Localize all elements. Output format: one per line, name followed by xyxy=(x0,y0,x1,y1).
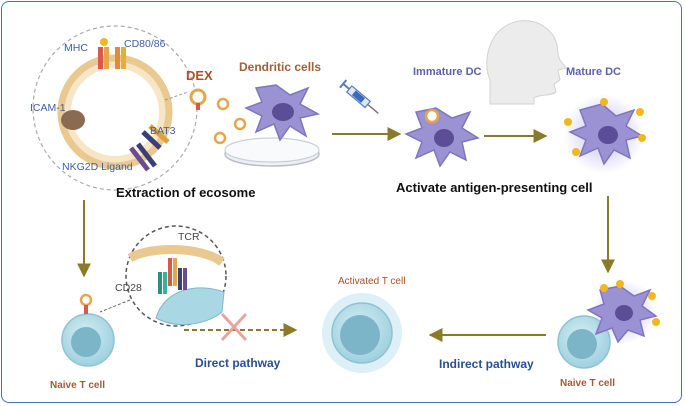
naive-t-cell-left-icon xyxy=(61,293,115,367)
tcr-receptor-icon xyxy=(168,258,187,290)
label-naive-t-cell-left: Naive T cell xyxy=(50,380,106,391)
mature-dc-contact-icon xyxy=(586,280,660,344)
label-icam1: ICAM-1 xyxy=(30,102,66,114)
label-activate-antigen-presenting-cell: Activate antigen-presenting cell xyxy=(396,180,593,195)
immature-dc-icon xyxy=(404,107,480,168)
label-extraction-of-ecosome: Extraction of ecosome xyxy=(116,185,256,200)
label-cd80-86: CD80/86 xyxy=(124,38,166,50)
cd80-86-receptor-icon xyxy=(115,47,120,69)
dex-vesicle-icon xyxy=(189,88,207,106)
label-nkg2d-ligand: NKG2D Ligand xyxy=(62,161,133,173)
icam1-icon xyxy=(61,110,85,130)
mature-dc-icon xyxy=(564,94,646,174)
label-dendritic-cells: Dendritic cells xyxy=(239,60,322,74)
tcr-zoom-diagram xyxy=(99,225,227,327)
label-direct-pathway: Direct pathway xyxy=(195,356,281,370)
exosome-lumen xyxy=(71,68,159,156)
label-activated-t-cell: Activated T cell xyxy=(338,276,406,287)
free-exosomes xyxy=(213,97,247,145)
syringe-icon xyxy=(339,79,379,115)
label-mhc: MHC xyxy=(64,42,88,54)
label-tcr: TCR xyxy=(178,231,200,243)
human-head-icon xyxy=(486,20,567,105)
blocked-x-icon xyxy=(220,312,248,342)
cd28-receptor-icon xyxy=(158,272,167,294)
petri-dish-icon xyxy=(224,137,320,167)
label-cd28: CD28 xyxy=(115,282,142,294)
label-bat3: BAT3 xyxy=(150,125,176,137)
label-naive-t-cell-right: Naive T cell xyxy=(560,378,616,389)
label-mature-dc: Mature DC xyxy=(566,66,622,78)
nkg2d-ligand-icon xyxy=(129,142,157,172)
activated-t-cell-icon xyxy=(322,293,402,373)
label-immature-dc: Immature DC xyxy=(413,66,482,78)
bat3-receptor-icon xyxy=(141,124,170,150)
label-indirect-pathway: Indirect pathway xyxy=(439,357,534,371)
label-dex: DEX xyxy=(186,68,213,83)
dendritic-cell-icon xyxy=(244,84,321,142)
mhc-receptor-icon xyxy=(98,47,103,69)
exosome-diagram xyxy=(32,25,207,191)
